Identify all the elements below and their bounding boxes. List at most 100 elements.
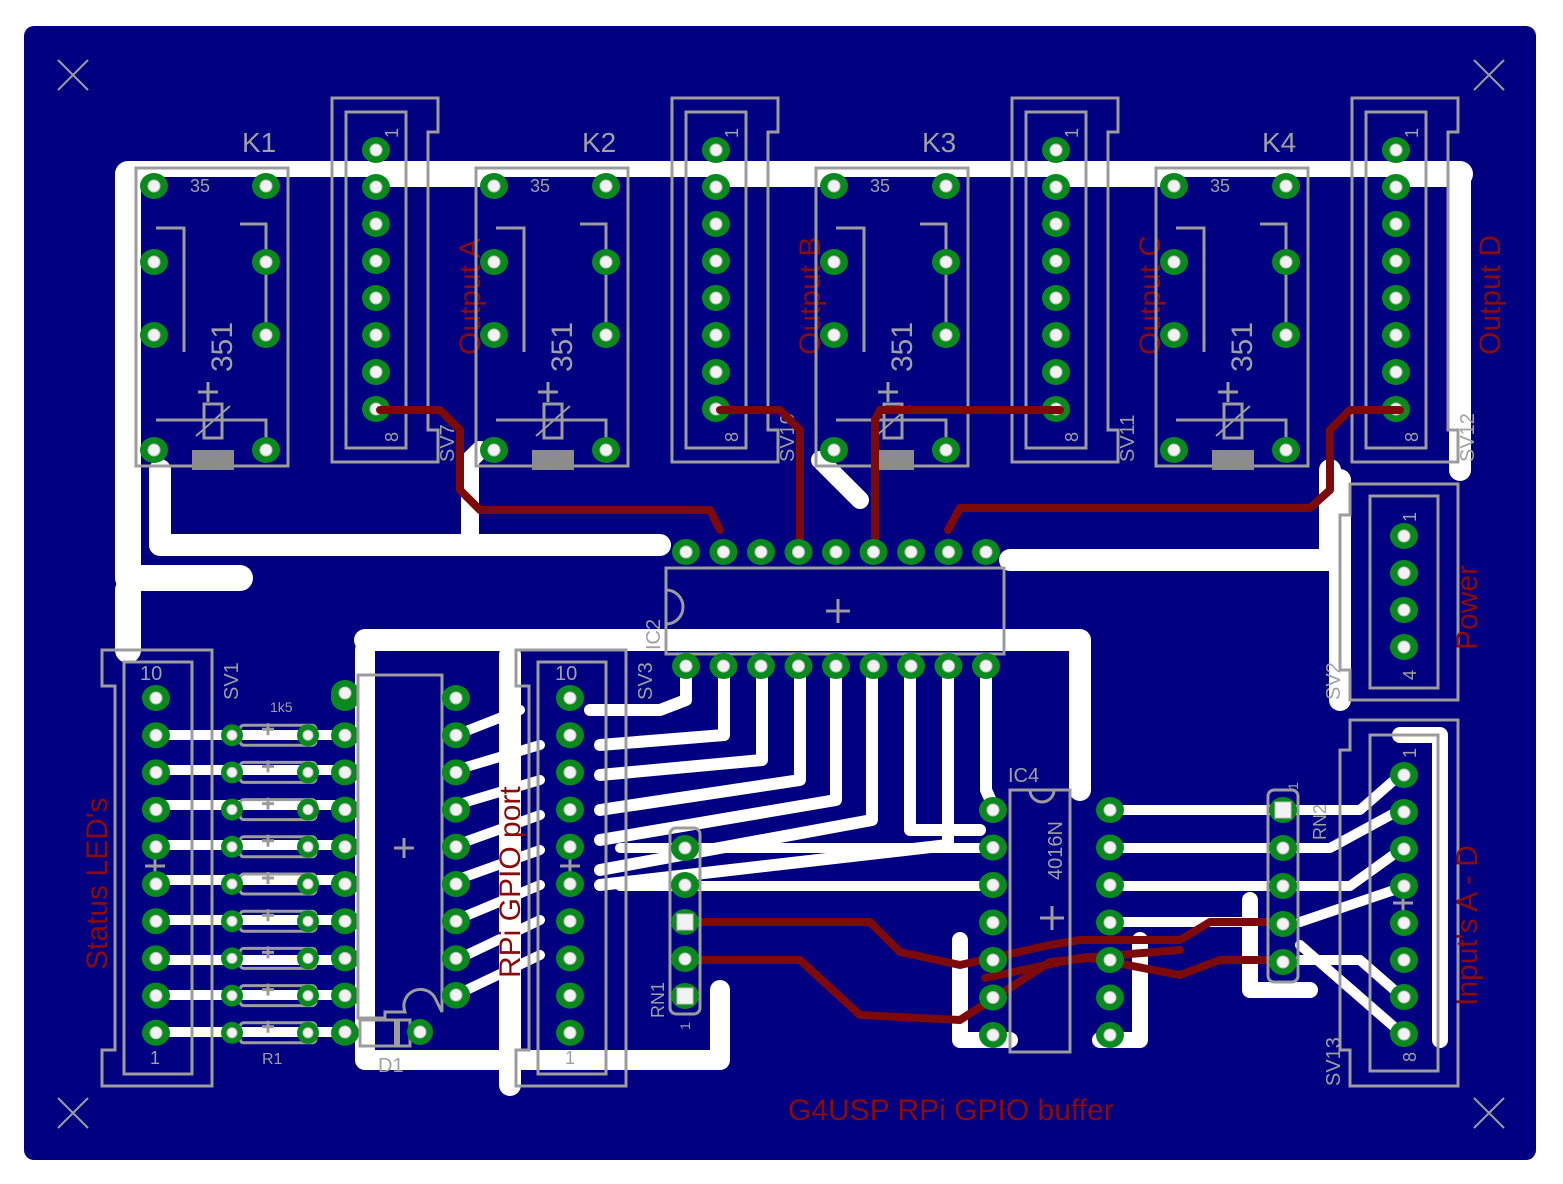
ic2-pin-bottom (822, 653, 850, 679)
sv2-pad (1390, 597, 1418, 623)
resistor (221, 946, 319, 970)
relay-pad (480, 173, 508, 199)
sv3-pin1: 1 (565, 1048, 575, 1068)
board-title: G4USP RPi GPIO buffer (788, 1094, 1114, 1127)
d1-label: D1 (378, 1055, 404, 1077)
output-ref-label: SV7 (437, 424, 459, 462)
output-pad (362, 137, 390, 163)
ic4-pin-right (1096, 797, 1124, 823)
sv13-pad (1390, 762, 1418, 788)
relay-pad (932, 437, 960, 463)
d1-diode: D1 (332, 1018, 433, 1077)
ic2-pin-top (709, 539, 738, 565)
relay-pad (252, 173, 280, 199)
relay-pad (1160, 249, 1188, 275)
rn1-pad (671, 872, 699, 898)
relay-pad (480, 249, 508, 275)
rn1-pins (671, 835, 699, 1009)
gpio-pad-inner (442, 871, 470, 897)
output-pin1-label: 1 (382, 128, 402, 138)
sv1-pad (142, 1019, 170, 1046)
gpio-pad (556, 796, 584, 823)
sv1-pad (142, 685, 170, 711)
sv1-pad (142, 722, 170, 749)
ic4-pin-left (979, 1022, 1007, 1048)
gpio-pad-inner (442, 982, 470, 1008)
sv3-pin10: 10 (555, 663, 577, 685)
sv13-pin8: 8 (1400, 1052, 1420, 1062)
rn1: RN1 1 (648, 826, 702, 1030)
output-ref-label: SV12 (1457, 413, 1479, 462)
gpio-pad (556, 685, 584, 711)
output-pad (702, 359, 730, 385)
relay-pin-label: 35 (1210, 176, 1230, 196)
output-pad (1042, 248, 1070, 274)
rn1-pin1: 1 (677, 1022, 693, 1030)
ic2-pins (672, 539, 1000, 679)
ic2-pin-top (747, 539, 775, 565)
gpio-pad-inner (442, 685, 470, 711)
output-pin8-label: 8 (722, 432, 742, 442)
resistor (221, 872, 319, 896)
output-pad (1382, 211, 1410, 237)
ic2-pin-bottom (859, 653, 888, 679)
resistor (221, 723, 319, 747)
output-pad (702, 322, 730, 348)
sv1-label: SV1 (221, 662, 243, 700)
rn2-pad (1269, 797, 1297, 823)
ic2-pin-bottom (784, 653, 813, 679)
rn2-pad (1269, 873, 1297, 899)
output-pad (1382, 359, 1410, 385)
gpio-pad-inner (442, 759, 470, 786)
gpio-pad (556, 833, 584, 860)
output-pad (1042, 322, 1070, 348)
sv13-pad (1390, 799, 1418, 825)
relay-pin-label: 35 (870, 176, 890, 196)
gpio-pad (556, 982, 584, 1009)
ic2-pin-top (934, 539, 963, 565)
rn1-label: RN1 (648, 982, 668, 1018)
relay-pad (592, 173, 620, 199)
relay-pad (480, 437, 508, 463)
resistor (221, 834, 319, 859)
sv1-pad (142, 796, 170, 823)
relay-pad (252, 437, 280, 463)
board-substrate (24, 26, 1536, 1160)
ic2-pin-bottom (972, 653, 1000, 679)
relay-value-label: 351 (1226, 322, 1259, 372)
ic4-pin-right (1096, 1022, 1124, 1048)
output-pin8-label: 8 (382, 432, 402, 442)
ic4-pin-right (1096, 872, 1124, 898)
relay-pad (932, 173, 960, 199)
relay-pad (592, 249, 620, 275)
ic2-pin-top (784, 539, 813, 565)
sv13-pin1: 1 (1400, 748, 1420, 758)
rn2: RN2 1 (1266, 782, 1330, 984)
inputs-label: Input's A - D (1451, 845, 1484, 1006)
sv13-pad (1390, 984, 1418, 1010)
relay-pad (592, 437, 620, 463)
output-pad (702, 285, 730, 311)
output-pad (702, 396, 730, 422)
mounting-marks (57, 59, 1505, 1129)
ic2-pin-bottom (897, 653, 925, 679)
ic2-pin-top (859, 539, 888, 565)
gpio-port-label: RPi GPIO port (494, 786, 527, 978)
relay-pad (1272, 322, 1300, 348)
resistor (221, 983, 319, 1008)
sv3-label: SV3 (635, 662, 657, 700)
rn2-pad (1269, 911, 1297, 937)
output-ref-label: SV11 (1117, 415, 1139, 462)
relay-pad (480, 322, 508, 348)
gpio-pad-inner (442, 722, 470, 749)
ic4-pin-left (979, 834, 1007, 861)
output-pad (362, 174, 390, 200)
output-pad (362, 211, 390, 237)
output-pad (1042, 285, 1070, 311)
